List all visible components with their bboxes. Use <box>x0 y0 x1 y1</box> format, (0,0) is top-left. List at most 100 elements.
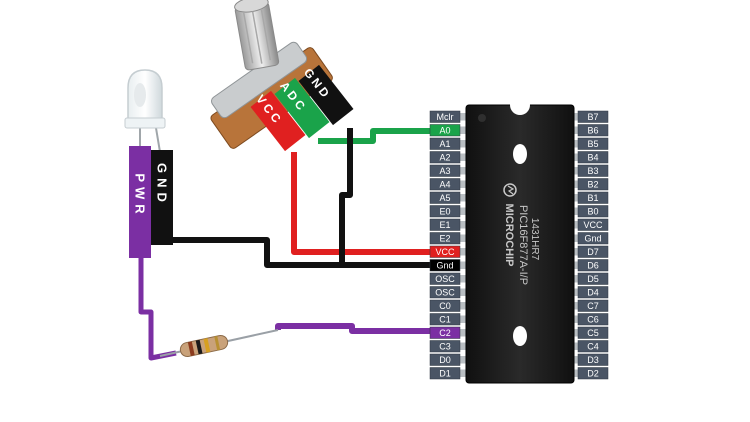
pin-label-box <box>429 286 461 299</box>
pin-label-box <box>577 259 609 272</box>
led-gnd-header: GND <box>151 150 173 245</box>
pin-label: B4 <box>587 153 598 163</box>
pin-leg <box>458 113 468 121</box>
pin-label: C4 <box>587 342 599 352</box>
right-pin-labels: B7B6B5B4B3B2B1B0VCCGndD7D6D5D4C7C6C5C4D3… <box>577 110 609 380</box>
vcc-power-wire <box>291 152 430 255</box>
pin-leg <box>458 126 468 134</box>
pin-label: C6 <box>587 315 599 325</box>
pin-label-box <box>429 340 461 353</box>
pin-label: B3 <box>587 166 598 176</box>
pin-label-box <box>577 367 609 380</box>
pin-label-box <box>577 232 609 245</box>
led-pwr-label: PWR <box>133 173 148 218</box>
led-ground-wire <box>163 237 345 268</box>
pin-leg <box>458 248 468 256</box>
pin-label-box <box>577 137 609 150</box>
pin-label-box <box>429 313 461 326</box>
pin-label: B0 <box>587 207 598 217</box>
pin-label: Mclr <box>437 112 454 122</box>
pin-leg <box>458 342 468 350</box>
pin-label-box <box>429 232 461 245</box>
pin-leg <box>572 180 582 188</box>
pin-leg <box>572 248 582 256</box>
pin-label-box <box>577 191 609 204</box>
pin-label-box <box>577 299 609 312</box>
pin-label-box <box>577 205 609 218</box>
pin-label: B1 <box>587 193 598 203</box>
pin-leg <box>458 302 468 310</box>
pin-label-box <box>577 272 609 285</box>
pin-label: A3 <box>439 166 450 176</box>
pin-label-box <box>429 218 461 231</box>
pin-leg <box>572 342 582 350</box>
pin-label-box <box>577 151 609 164</box>
pin-label: A5 <box>439 193 450 203</box>
pin-label-box <box>429 245 461 258</box>
pot-ground-wire <box>339 128 430 268</box>
chip-hole-top <box>513 144 527 164</box>
pin-leg <box>458 221 468 229</box>
pin-label-box <box>429 272 461 285</box>
pin-leg <box>458 140 468 148</box>
pin-leg <box>572 153 582 161</box>
pin-leg <box>458 275 468 283</box>
chip-brand: MICROCHIP <box>503 204 515 267</box>
pin-leg <box>572 221 582 229</box>
pin-label: C2 <box>439 328 451 338</box>
pin-label: C1 <box>439 315 451 325</box>
pin-label-box <box>429 164 461 177</box>
pin-label-box <box>429 178 461 191</box>
pin-leg <box>458 369 468 377</box>
microcontroller: MICROCHIP PIC16F877A-I/P 1431HR7 <box>458 95 582 384</box>
pin-label: D3 <box>587 355 599 365</box>
pin-leg <box>458 167 468 175</box>
pin-leg <box>572 194 582 202</box>
pin-label: A0 <box>439 126 450 136</box>
pin-leg <box>572 234 582 242</box>
pin-leg <box>458 356 468 364</box>
pin-leg <box>572 356 582 364</box>
pin-leg <box>572 167 582 175</box>
pin-label: VCC <box>435 247 455 257</box>
resistor <box>159 329 279 358</box>
led-gnd-label: GND <box>155 163 170 207</box>
c2-signal-wire <box>275 323 430 334</box>
left-pin-labels: MclrA0A1A2A3A4A5E0E1E2VCCGndOSCOSCC0C1C2… <box>429 110 461 380</box>
pin-label: VCC <box>583 220 603 230</box>
left-pin-legs <box>458 113 468 377</box>
pin-label-box <box>577 353 609 366</box>
pin-leg <box>458 194 468 202</box>
pin-leg <box>458 153 468 161</box>
pin-label-box <box>577 178 609 191</box>
pin-label: E2 <box>439 234 450 244</box>
adc-signal-wire <box>318 128 430 144</box>
pin-label: E1 <box>439 220 450 230</box>
pin-label-box <box>429 353 461 366</box>
pin-label-box <box>577 326 609 339</box>
pin-label: C7 <box>587 301 599 311</box>
led <box>124 69 166 153</box>
right-pin-legs <box>572 113 582 377</box>
pin-label-box <box>429 151 461 164</box>
pin-leg <box>572 207 582 215</box>
pin-label-box <box>577 124 609 137</box>
pin-label: OSC <box>435 274 455 284</box>
pin-label-box <box>429 137 461 150</box>
pin-label: E0 <box>439 207 450 217</box>
pin-label: C5 <box>587 328 599 338</box>
pin-label-box <box>429 191 461 204</box>
led-pwr-header: PWR <box>129 146 151 258</box>
pin-leg <box>572 113 582 121</box>
pin-label-box <box>577 313 609 326</box>
pin-label: D2 <box>587 369 599 379</box>
pin-label: A4 <box>439 180 450 190</box>
pin-label: Gnd <box>584 234 601 244</box>
pin-leg <box>572 288 582 296</box>
led-power-wire <box>138 258 177 361</box>
pin-leg <box>458 207 468 215</box>
pin-label: B5 <box>587 139 598 149</box>
pin-leg <box>572 140 582 148</box>
chip-notch <box>510 95 530 115</box>
